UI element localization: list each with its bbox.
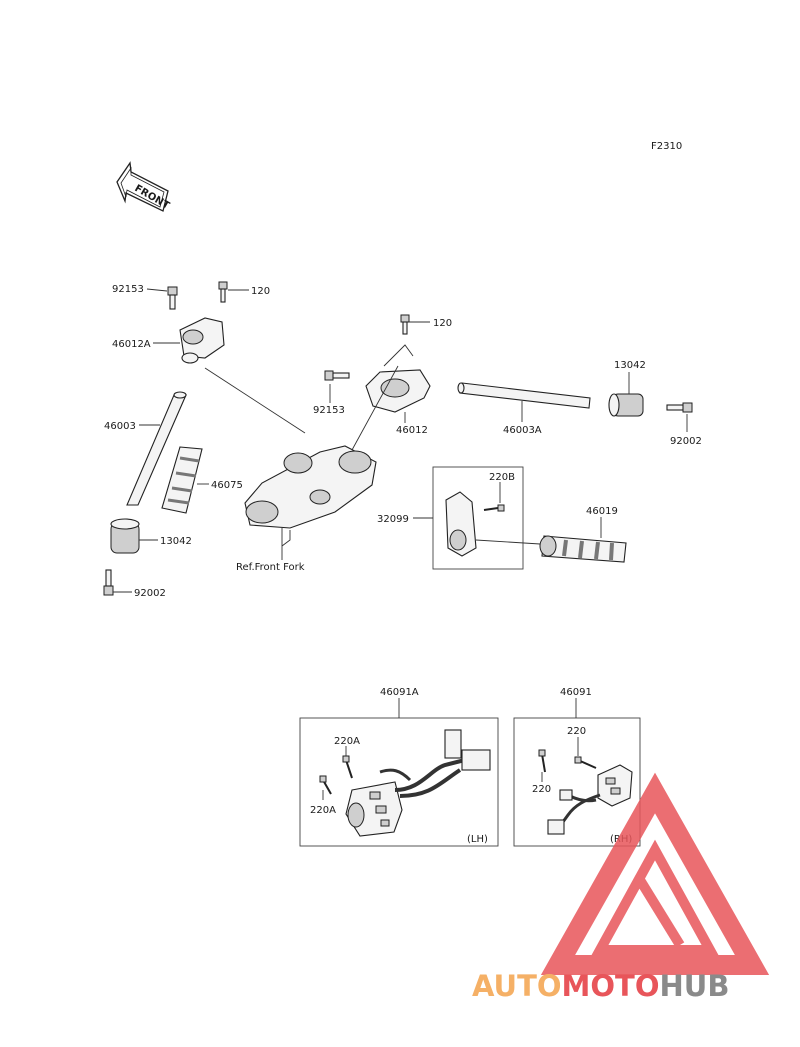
screw-220A-upper	[342, 755, 353, 779]
handlebar-46003	[126, 391, 187, 506]
label-92153-top: 92153	[112, 284, 144, 295]
clamp-46012	[365, 369, 431, 413]
screw-220B	[483, 504, 505, 512]
handlebar-46003A	[457, 382, 591, 409]
wordmark-moto: MOTO	[562, 969, 660, 1003]
automotohub-wordmark: AUTOMOTOHUB	[472, 969, 729, 1003]
label-220A-upper: 220A	[334, 736, 360, 747]
bar-end-13042-right	[608, 393, 644, 417]
leader-throttle-to-grip	[475, 539, 541, 545]
label-46012: 46012	[396, 425, 428, 436]
label-92153-mid: 92153	[313, 405, 345, 416]
bolt-92153-mid	[324, 370, 350, 381]
switch-housing-rh	[547, 764, 633, 835]
bolt-120-top	[218, 281, 228, 303]
throttle-housing-32099	[445, 491, 477, 557]
grip-46075	[161, 446, 203, 514]
label-32099: 32099	[377, 514, 409, 525]
bolt-92002-right	[666, 402, 693, 413]
front-arrow-icon: FRONT	[116, 161, 171, 212]
label-46019: 46019	[586, 506, 618, 517]
label-220A-lower: 220A	[310, 805, 336, 816]
label-120-right: 120	[433, 318, 452, 329]
grip-46019	[539, 535, 627, 563]
bolt-92002-left	[103, 569, 114, 596]
label-92002-left: 92002	[134, 588, 166, 599]
diagram-code: F2310	[651, 141, 682, 152]
leader-clamp-right	[351, 344, 414, 451]
label-46003A: 46003A	[503, 425, 542, 436]
screw-220-upper	[574, 756, 597, 769]
switch-rh-frame	[513, 717, 641, 847]
label-220B: 220B	[489, 472, 515, 483]
label-120-top: 120	[251, 286, 270, 297]
switch-housing-lh	[345, 729, 491, 837]
automotohub-logo-icon	[540, 772, 770, 975]
label-13042-left: 13042	[160, 536, 192, 547]
label-46075: 46075	[211, 480, 243, 491]
screw-220-lower	[538, 749, 546, 773]
bolt-120-right	[400, 314, 410, 335]
label-46091: 46091	[560, 687, 592, 698]
label-220-lower: 220	[532, 784, 551, 795]
wordmark-hub: HUB	[660, 969, 730, 1003]
label-lh: (LH)	[467, 834, 488, 845]
label-46012A: 46012A	[112, 339, 151, 350]
label-220-upper: 220	[567, 726, 586, 737]
label-ref-front-fork: Ref.Front Fork	[236, 562, 305, 573]
screw-220A-lower	[319, 775, 332, 795]
bar-end-13042-left	[110, 518, 140, 554]
label-13042-right: 13042	[614, 360, 646, 371]
switch-lh-frame	[299, 717, 499, 847]
upper-triple-clamp	[244, 445, 377, 547]
label-92002-right: 92002	[670, 436, 702, 447]
clamp-46012A	[179, 317, 225, 364]
wordmark-auto: AUTO	[472, 969, 562, 1003]
label-46091A: 46091A	[380, 687, 419, 698]
svg-text:AUTOMOTOHUB: AUTOMOTOHUB	[472, 969, 729, 1003]
leader-clamp-to-fork	[204, 367, 306, 434]
bolt-92153-top	[167, 286, 178, 310]
leader-92153-top	[146, 288, 168, 292]
label-46003: 46003	[104, 421, 136, 432]
